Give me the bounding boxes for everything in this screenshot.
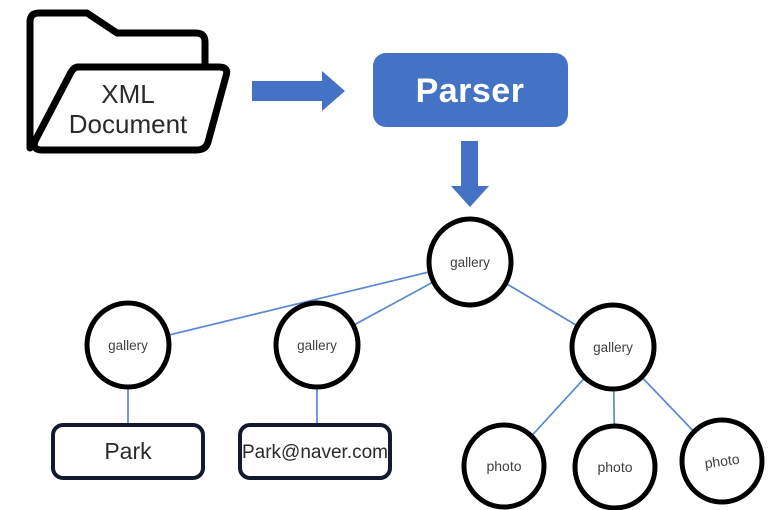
node-photo-1: [461, 422, 547, 510]
folder-back: [26, 9, 209, 152]
edge-root-to-gallery-left: [127, 261, 471, 346]
value-boxes: [51, 423, 392, 480]
arrow-down-icon: [451, 141, 489, 207]
node-labels: gallery gallery gallery gallery photo ph…: [104, 255, 740, 475]
parser-box: [373, 53, 568, 127]
parser-label: Parser: [416, 72, 525, 110]
label-value-email: Park@naver.com: [242, 442, 388, 463]
node-gallery-left: [84, 300, 172, 390]
label-gallery-left: gallery: [108, 338, 148, 353]
label-photo-1: photo: [486, 458, 521, 474]
node-photo-3: [679, 417, 765, 505]
folder-label-line2: Document: [69, 109, 188, 139]
label-gallery-middle: gallery: [297, 338, 337, 353]
label-photo-2: photo: [597, 459, 632, 475]
label-gallery-root: gallery: [450, 255, 490, 270]
label-gallery-right: gallery: [593, 340, 633, 355]
value-box-name: [51, 423, 205, 480]
node-gallery-root: [426, 216, 514, 308]
tree-nodes: [84, 216, 765, 510]
folder-front-flap: [30, 63, 231, 154]
arrow-right-icon: [252, 71, 345, 111]
folder-icon: [26, 9, 231, 154]
node-gallery-right: [569, 302, 657, 392]
node-gallery-middle: [273, 300, 361, 390]
label-photo-3: photo: [704, 451, 741, 472]
node-photo-2: [572, 423, 658, 510]
folder-label-line1: XML: [101, 79, 154, 109]
value-box-email: [238, 423, 392, 480]
label-value-name: Park: [104, 438, 152, 464]
